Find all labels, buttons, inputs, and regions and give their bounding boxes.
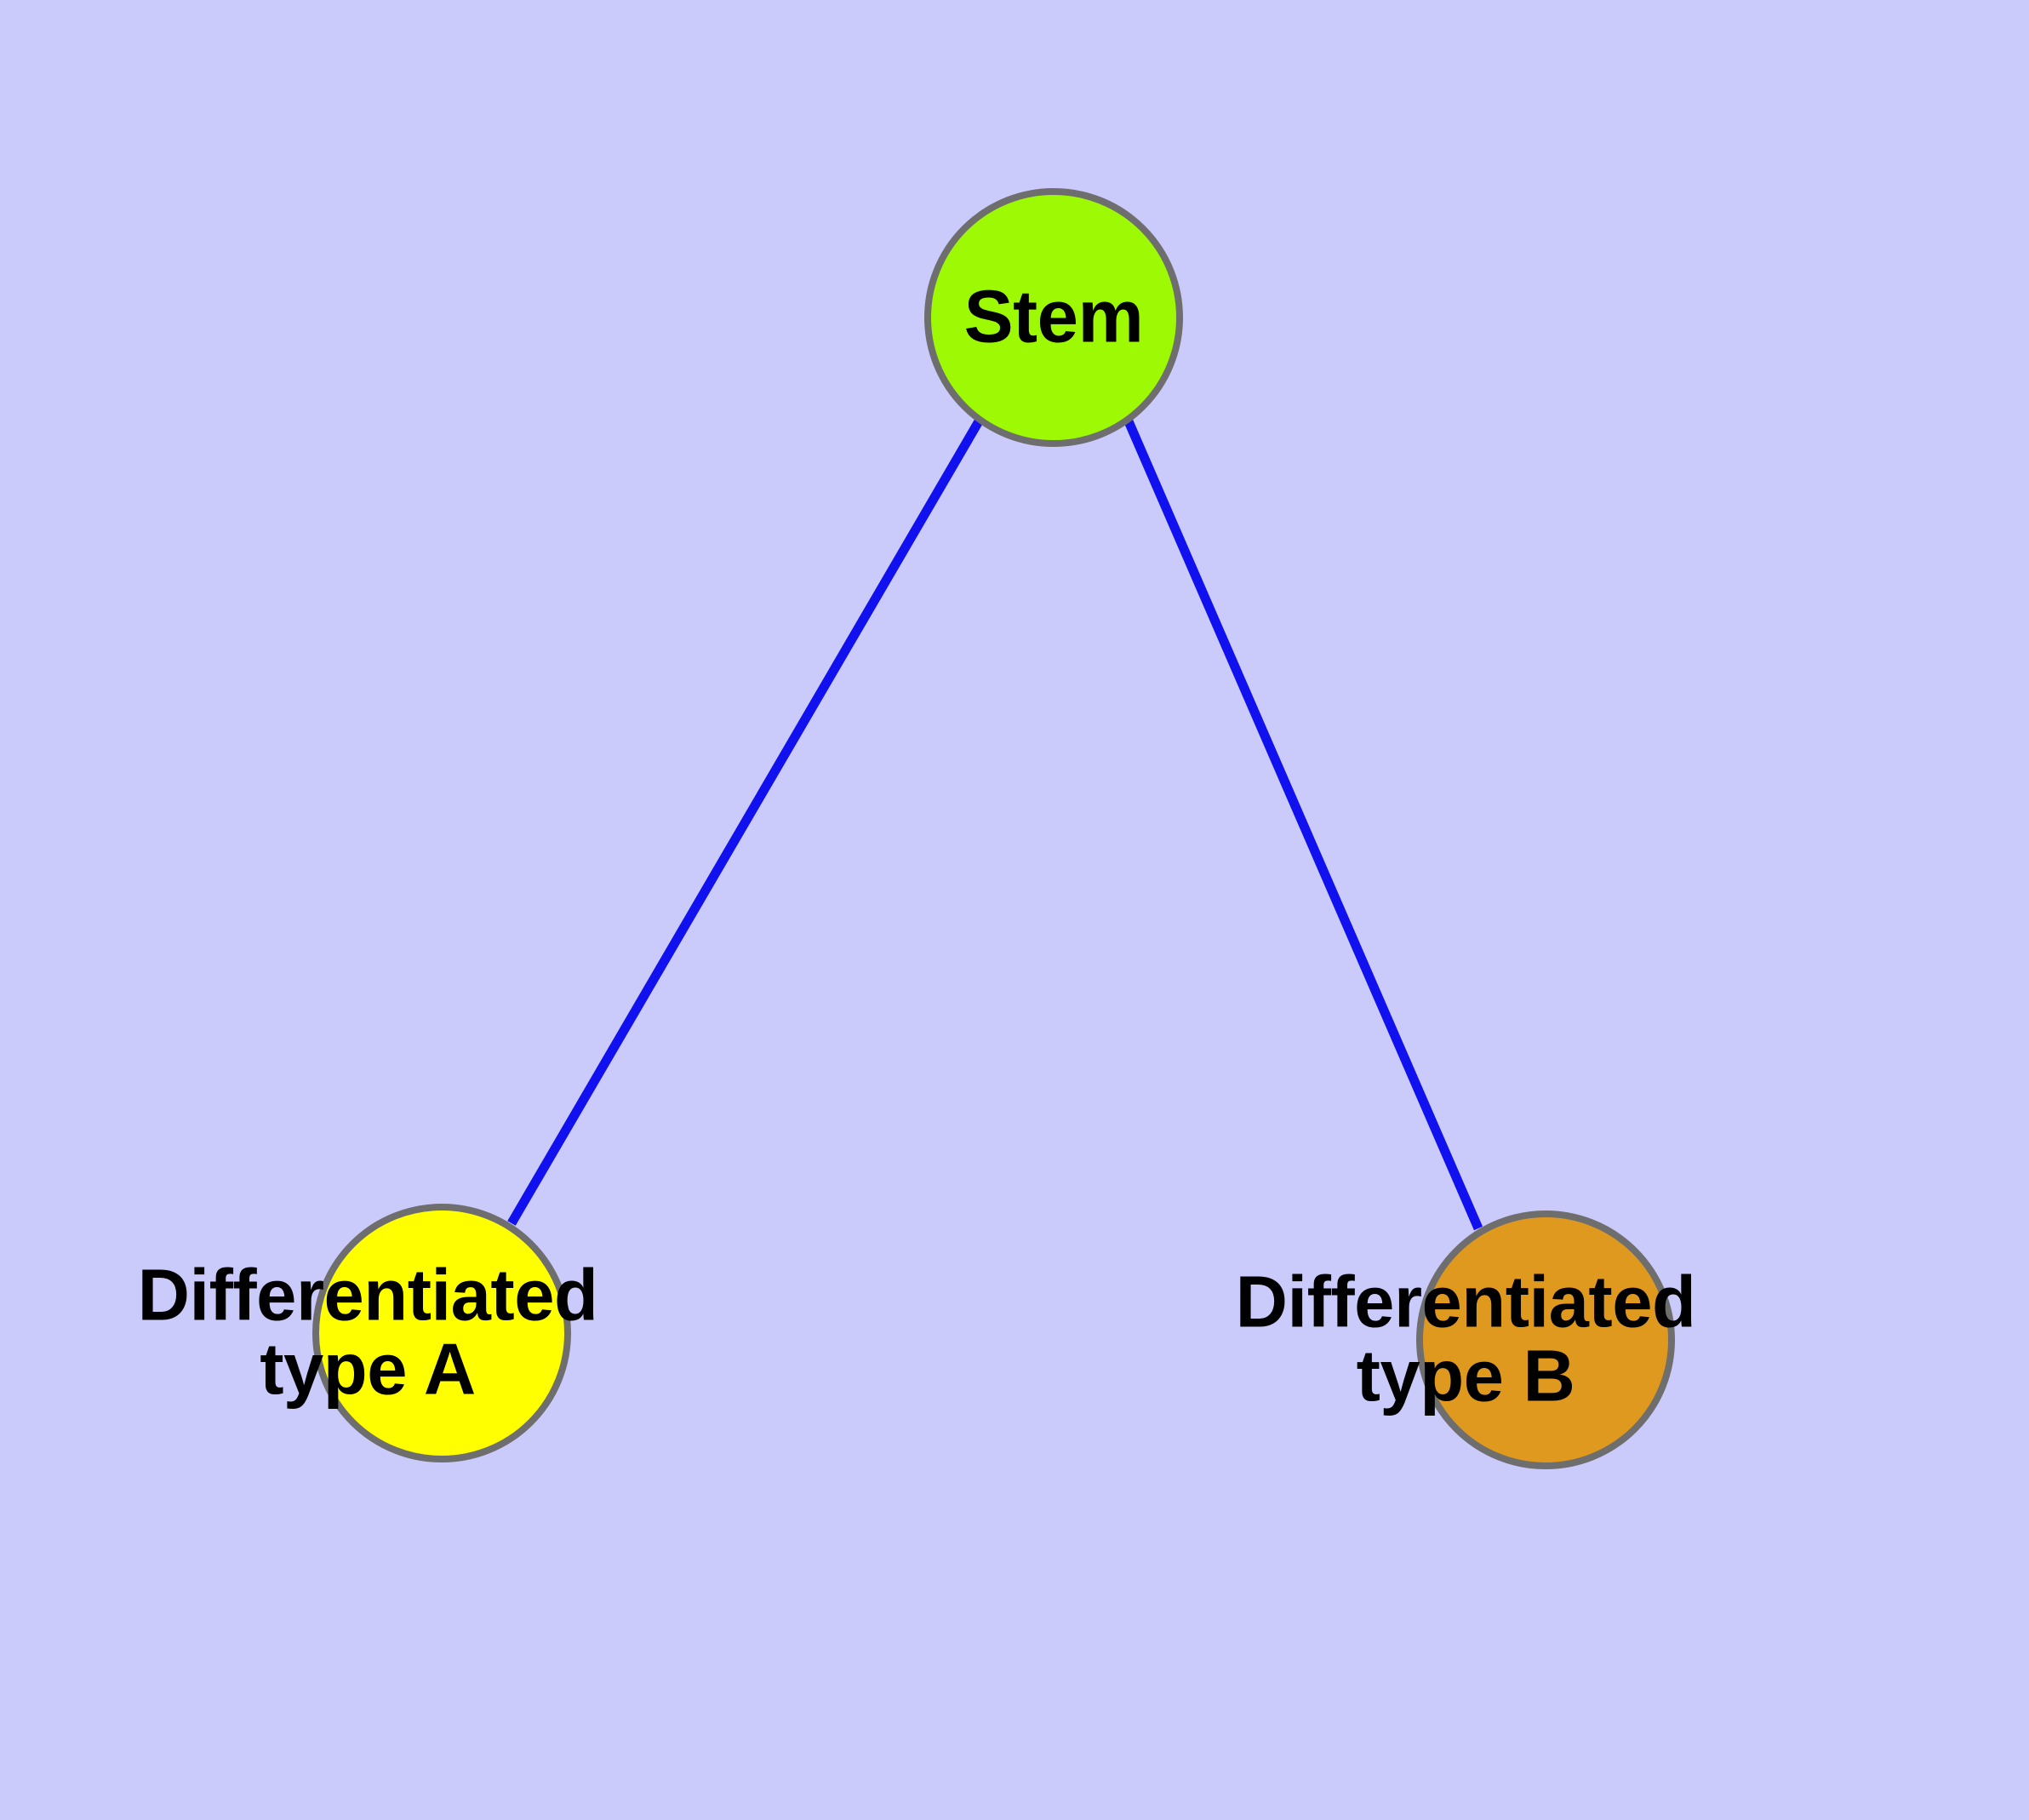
node-circle-differentiated-type-b[interactable] (1416, 1210, 1675, 1469)
node-circle-stem[interactable] (924, 188, 1183, 447)
edge-stem-to-type-b[interactable] (1123, 419, 1483, 1231)
node-layer (312, 188, 1675, 1469)
edge-stem-to-type-a[interactable] (507, 419, 983, 1226)
edge-layer (507, 419, 1483, 1231)
node-circle-differentiated-type-a[interactable] (312, 1204, 571, 1462)
